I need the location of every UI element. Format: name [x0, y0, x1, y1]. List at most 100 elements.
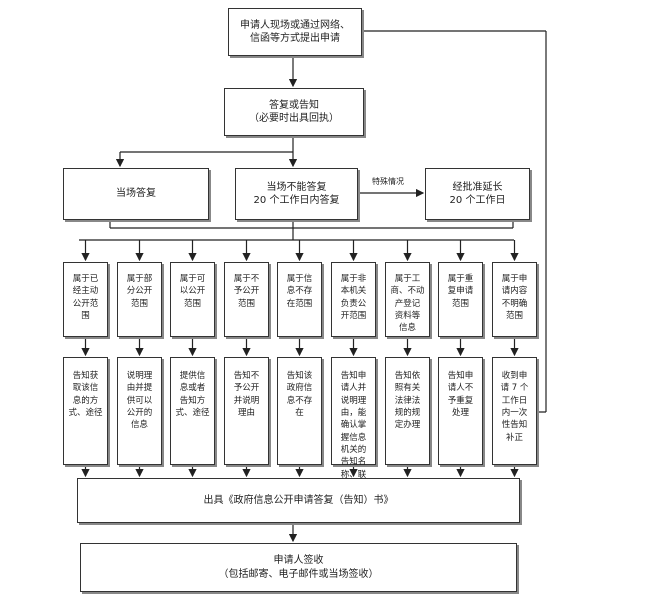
- action-text-line: 机关的: [340, 444, 367, 455]
- application-line-1: 申请人现场或通过网络、: [240, 19, 350, 31]
- action-text-line: 取该信: [72, 383, 99, 394]
- action-text-line: 告知不: [233, 371, 260, 381]
- extension-line-1: 经批准延长: [452, 181, 503, 193]
- category-text-line: 属于非: [340, 274, 367, 284]
- action-text-line: 供可以: [126, 395, 153, 406]
- category-box-6: 属于非本机关负责公开范围: [331, 262, 376, 337]
- category-text-line: 属于申: [501, 274, 528, 284]
- category-text-line: 经主动: [72, 286, 99, 297]
- action-text-line: 照有关: [394, 383, 421, 394]
- action-text-line: 告知方: [179, 395, 206, 406]
- delayed-reply-line-2: 20 个工作日内答复: [253, 195, 340, 206]
- category-box-3: 属于可以公开范围: [170, 262, 215, 337]
- action-text-line: 并说明: [233, 395, 260, 406]
- category-text-line: 息不存: [286, 286, 313, 297]
- action-text-line: 公开的: [126, 407, 153, 418]
- category-text-line: 范围: [130, 298, 148, 309]
- action-text-line: 告知名: [340, 457, 367, 468]
- category-text-line: 予公开: [233, 286, 260, 297]
- category-text-line: 分公开: [126, 286, 153, 297]
- category-text-line: 属于不: [233, 274, 260, 284]
- issue-reply-document-box: 出具《政府信息公开申请答复（告知）书》: [77, 478, 520, 523]
- category-text-line: 产登记: [394, 298, 421, 309]
- category-text-line: 属于工: [394, 274, 421, 284]
- category-text-line: 范围: [451, 298, 469, 309]
- category-text-line: 公开范: [72, 298, 99, 309]
- category-text-line: 信息: [398, 323, 416, 334]
- category-text-line: 属于可: [179, 274, 206, 284]
- reply-line-2: （必要时出具回执）: [249, 113, 339, 124]
- issue-reply-label: 出具《政府信息公开申请答复（告知）书》: [203, 494, 394, 506]
- action-text-line: 予公开: [233, 383, 260, 394]
- category-text-line: 负责公: [340, 298, 367, 309]
- action-text-line: 政府信: [286, 383, 313, 394]
- reply-line-1: 答复或告知: [269, 99, 319, 111]
- action-text-line: 息或者: [179, 383, 206, 394]
- action-text-line: 提供信: [179, 371, 206, 381]
- category-text-line: 开范围: [340, 310, 367, 321]
- action-text-line: 告知获: [72, 371, 99, 381]
- category-box-1: 属于已经主动公开范围: [63, 262, 108, 337]
- action-box-3: 提供信息或者告知方式、途径: [170, 357, 215, 465]
- special-case-label: 特殊情况: [372, 177, 404, 186]
- category-text-line: 在范围: [286, 298, 313, 309]
- extension-box: 经批准延长 20 个工作日: [425, 168, 530, 220]
- category-text-line: 范围: [237, 298, 255, 309]
- reply-or-notice-box: 答复或告知 （必要时出具回执）: [224, 88, 364, 136]
- action-text-line: 说明理: [126, 371, 153, 381]
- action-box-9: 收到申请 7 个工作日内一次性告知补正: [492, 357, 537, 465]
- action-text-line: 由，能: [340, 407, 367, 418]
- action-box-2: 说明理由并提供可以公开的信息: [117, 357, 162, 465]
- category-text-line: 商、不动: [390, 286, 425, 297]
- onsite-reply-label: 当场答复: [116, 188, 156, 200]
- category-text-line: 以公开: [179, 286, 206, 297]
- application-line-2: 信函等方式提出申请: [250, 33, 340, 44]
- applicant-signoff-box: 申请人签收 （包括邮寄、电子邮件或当场签收）: [80, 543, 517, 592]
- action-text-line: 处理: [451, 407, 469, 418]
- action-text-line: 告知申: [447, 371, 474, 381]
- action-box-4: 告知不予公开并说明理由: [224, 357, 269, 465]
- delayed-reply-box: 当场不能答复 20 个工作日内答复: [235, 168, 358, 220]
- action-box-7: 告知依照有关法律法规的规定办理: [385, 357, 430, 465]
- action-text-line: 告知依: [394, 371, 421, 381]
- action-text-line: 请人并: [340, 383, 367, 394]
- action-text-line: 握信息: [340, 432, 367, 443]
- action-text-line: 在: [295, 407, 304, 418]
- category-box-7: 属于工商、不动产登记资料等信息: [385, 262, 430, 337]
- signoff-line-1: 申请人签收: [273, 555, 324, 566]
- category-box-4: 属于不予公开范围: [224, 262, 269, 337]
- action-text-line: 请 7 个: [500, 383, 529, 394]
- action-text-line: 确认掌: [340, 420, 367, 431]
- application-submission-box: 申请人现场或通过网络、 信函等方式提出申请: [228, 8, 362, 56]
- action-text-line: 息的方: [72, 395, 99, 406]
- action-box-5: 告知该政府信息不存在: [277, 357, 322, 465]
- action-text-line: 息不存: [286, 395, 313, 406]
- category-text-line: 范围: [183, 298, 201, 309]
- action-text-line: 法律法: [394, 395, 421, 406]
- action-text-line: 告知申: [340, 371, 367, 381]
- action-text-line: 理由: [237, 407, 255, 418]
- action-text-line: 称、联: [340, 469, 367, 480]
- onsite-reply-box: 当场答复: [63, 168, 209, 220]
- action-text-line: 告知该: [286, 371, 313, 381]
- action-text-line: 内一次: [501, 407, 528, 418]
- category-text-line: 围: [81, 310, 90, 321]
- action-text-line: 信息: [130, 420, 148, 431]
- action-text-line: 定办理: [394, 420, 421, 431]
- category-text-line: 属于信: [286, 274, 313, 284]
- category-text-line: 本机关: [340, 286, 367, 297]
- action-text-line: 规的规: [394, 407, 421, 418]
- category-text-line: 属于已: [72, 274, 99, 284]
- action-text-line: 工作日: [501, 395, 528, 406]
- category-text-line: 复申请: [447, 286, 474, 297]
- category-box-2: 属于部分公开范围: [117, 262, 162, 337]
- extension-line-2: 20 个工作日: [449, 195, 506, 206]
- delayed-reply-line-1: 当场不能答复: [266, 181, 327, 193]
- category-text-line: 属于重: [447, 274, 474, 284]
- signoff-line-2: （包括邮寄、电子邮件或当场签收）: [218, 568, 379, 580]
- action-text-line: 性告知: [501, 420, 528, 431]
- action-box-1: 告知获取该信息的方式、途径: [63, 357, 108, 465]
- category-text-line: 资料等: [394, 310, 421, 321]
- category-box-5: 属于信息不存在范围: [277, 262, 322, 337]
